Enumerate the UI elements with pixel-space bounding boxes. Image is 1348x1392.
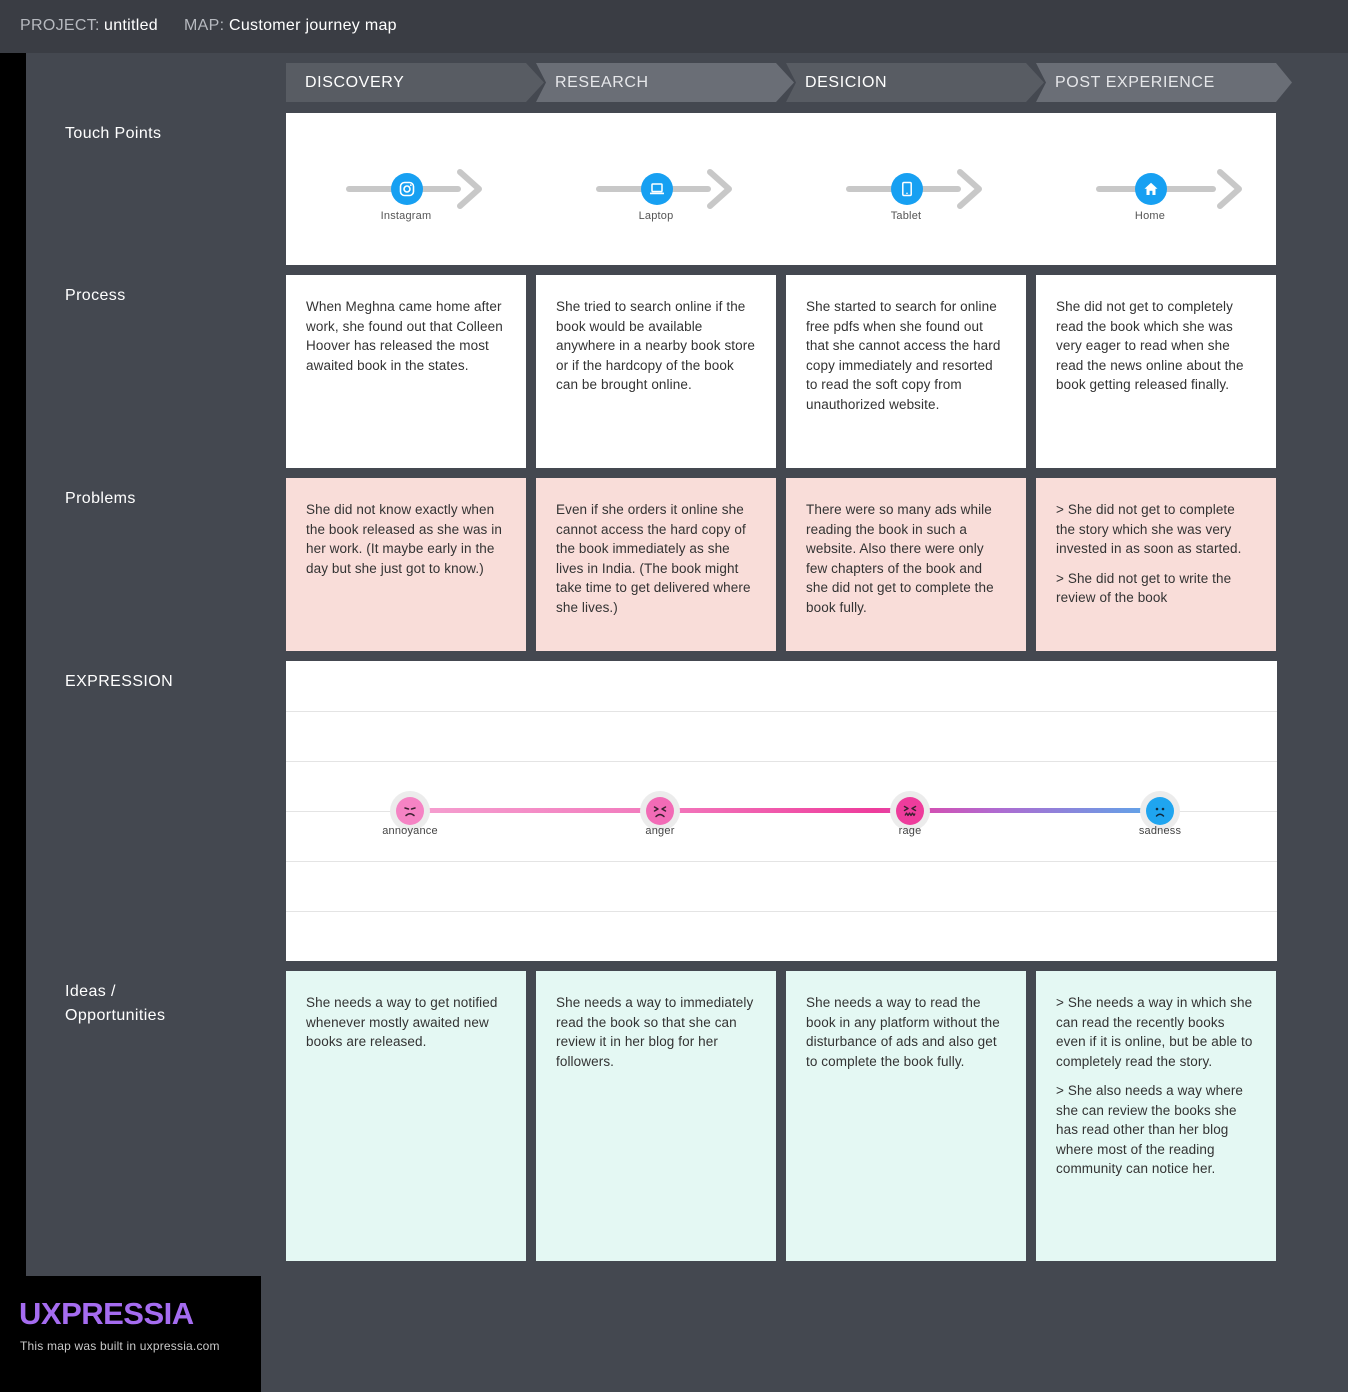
built-with-note[interactable]: This map was built in uxpressia.com [20, 1339, 220, 1353]
phase-discovery[interactable]: DISCOVERY [286, 63, 546, 102]
sad-face-icon [1146, 797, 1174, 825]
footer: UXPRESSIA This map was built in uxpressi… [0, 1276, 261, 1392]
row-label-problems: Problems [65, 490, 136, 507]
arrow-right-icon [957, 169, 982, 209]
touch-point-home[interactable]: Home [1036, 113, 1276, 265]
process-card-4[interactable]: She did not get to completely read the b… [1036, 275, 1276, 468]
phase-decision[interactable]: DESICION [786, 63, 1046, 102]
idea-card-4[interactable]: > She needs a way in which she can read … [1036, 971, 1276, 1261]
arrow-right-icon [707, 169, 732, 209]
problem-card-1[interactable]: She did not know exactly when the book r… [286, 478, 526, 651]
map-label: MAP: [184, 17, 225, 34]
home-icon [1135, 173, 1167, 205]
left-strip [0, 53, 26, 1276]
touch-point-label: Laptop [638, 210, 674, 222]
angry-face-icon [646, 797, 674, 825]
expression-label: sadness [1138, 825, 1182, 837]
expression-label: anger [645, 825, 675, 837]
touch-point-instagram[interactable]: Instagram [286, 113, 526, 265]
idea-card-2[interactable]: She needs a way to immediately read the … [536, 971, 776, 1261]
arrow-right-icon [1217, 169, 1242, 209]
project-label: PROJECT: [20, 17, 100, 34]
top-bar: PROJECT: untitled MAP: Customer journey … [0, 0, 1348, 53]
expression-annoyance[interactable] [390, 791, 430, 831]
phase-post-experience[interactable]: POST EXPERIENCE [1036, 63, 1296, 102]
expression-label: annoyance [382, 825, 438, 837]
problem-card-2[interactable]: Even if she orders it online she cannot … [536, 478, 776, 651]
touch-points-panel: Instagram Laptop Tablet Home [286, 113, 1276, 265]
expression-label: rage [898, 825, 922, 837]
expression-panel: annoyance anger rage sadness [286, 661, 1277, 961]
touch-point-tablet[interactable]: Tablet [786, 113, 1026, 265]
annoyed-face-icon [396, 797, 424, 825]
project-name[interactable]: untitled [104, 17, 158, 34]
tablet-icon [891, 173, 923, 205]
row-label-process: Process [65, 287, 126, 304]
laptop-icon [641, 173, 673, 205]
instagram-icon [391, 173, 423, 205]
problem-card-3[interactable]: There were so many ads while reading the… [786, 478, 1026, 651]
touch-point-label: Instagram [380, 210, 432, 222]
phase-label: DISCOVERY [305, 74, 405, 91]
expression-sadness[interactable] [1140, 791, 1180, 831]
expression-anger[interactable] [640, 791, 680, 831]
uxpressia-logo[interactable]: UXPRESSIA [19, 1296, 194, 1331]
process-card-2[interactable]: She tried to search online if the book w… [536, 275, 776, 468]
emotion-curve [410, 808, 1160, 813]
row-label-expression: EXPRESSION [65, 673, 174, 690]
phase-label: DESICION [805, 74, 888, 91]
touch-point-laptop[interactable]: Laptop [536, 113, 776, 265]
phase-label: RESEARCH [555, 74, 649, 91]
touch-point-label: Home [1134, 210, 1166, 222]
arrow-right-icon [457, 169, 482, 209]
touch-point-label: Tablet [890, 210, 922, 222]
idea-card-3[interactable]: She needs a way to read the book in any … [786, 971, 1026, 1261]
row-label-touch-points: Touch Points [65, 125, 162, 142]
process-card-1[interactable]: When Meghna came home after work, she fo… [286, 275, 526, 468]
phase-label: POST EXPERIENCE [1055, 74, 1215, 91]
row-label-ideas: Ideas / Opportunities [65, 983, 166, 1024]
rage-face-icon [896, 797, 924, 825]
map-name[interactable]: Customer journey map [229, 17, 397, 34]
idea-card-1[interactable]: She needs a way to get notified whenever… [286, 971, 526, 1261]
phase-research[interactable]: RESEARCH [536, 63, 796, 102]
process-card-3[interactable]: She started to search for online free pd… [786, 275, 1026, 468]
expression-rage[interactable] [890, 791, 930, 831]
problem-card-4[interactable]: > She did not get to complete the story … [1036, 478, 1276, 651]
